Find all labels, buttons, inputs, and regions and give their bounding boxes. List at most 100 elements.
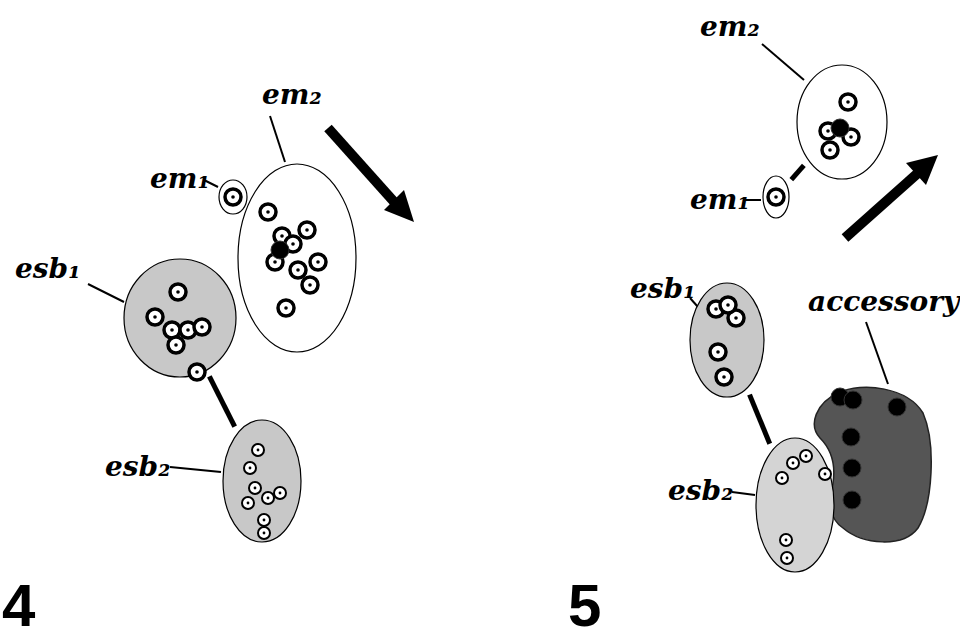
cell-center [254,487,257,490]
link-bar [209,376,234,426]
cell-center [792,462,795,465]
cluster-label: accessory [808,285,959,319]
cell-center [263,519,266,522]
cell-center [170,328,174,332]
em-cluster: em₂ [796,64,888,180]
leader-line [732,492,755,495]
cell-ring [819,468,831,480]
cell-ring [225,189,241,205]
cell-center [805,455,808,458]
cell-ring [194,319,210,335]
link-bar [791,165,804,179]
cell-center [186,328,190,332]
cluster-ellipse [689,282,765,398]
cell-ring [299,222,315,238]
cell-center [849,135,853,139]
cluster-label: em₂ [262,78,322,112]
cluster-label: esb₂ [668,474,733,508]
cell-dot [888,398,906,416]
esb-cluster: esb₂ [222,419,302,543]
cell-center [716,350,720,354]
cell-center [722,375,726,379]
cell-center [714,307,718,311]
cell-ring [840,94,856,110]
cluster-label: em₂ [700,10,760,44]
cell-ring [290,262,306,278]
cluster-outline [756,438,834,572]
cluster-ellipse [796,64,888,180]
cluster-label: em₁ [690,183,750,217]
cell-center [828,148,832,152]
cell-ring [147,309,163,325]
arrow-head [906,155,938,185]
cell-ring [189,364,205,380]
cluster-label: esb₂ [105,450,170,484]
cluster-ellipse [762,175,790,219]
cell-ring [262,492,274,504]
cell-ring [244,462,256,474]
cell-center [176,290,180,294]
cluster-label: esb₁ [15,252,80,286]
cell-center [826,129,830,133]
cell-ring [781,552,793,564]
cell-center [774,195,778,199]
cell-ring [776,472,788,484]
cell-ring [710,344,726,360]
cell-center [195,370,199,374]
cell-center [316,260,320,264]
cell-ring [800,450,812,462]
leader-line [270,116,285,162]
cell-ring [310,254,326,270]
cell-center [200,325,204,329]
cell-ring [252,444,264,456]
cell-center [266,210,270,214]
arrow-shaft [845,173,918,238]
arrow-head [384,190,414,222]
cluster-outline [690,283,764,397]
leader-line [762,44,804,80]
cell-center [308,283,312,287]
cell-ring [780,534,792,546]
cell-ring [302,277,318,293]
cell-dot [844,391,862,409]
cell-ring [716,369,732,385]
cell-center [247,502,250,505]
cell-center [846,100,850,104]
cluster-outline [124,259,236,377]
cell-ring [258,514,270,526]
cell-ring [768,189,784,205]
cell-center [174,343,178,347]
cluster-outline [223,420,301,542]
cell-center [726,303,730,307]
cell-ring [168,337,184,353]
cell-dot [843,491,861,509]
em-cluster: em₂ [237,163,357,353]
cluster-label: esb₁ [630,272,695,306]
cell-center [263,532,266,535]
leader-line [88,284,124,302]
cell-center [291,242,295,246]
cell-ring [787,457,799,469]
cell-ring [720,297,736,313]
cell-dot [271,241,289,259]
cell-center [153,315,157,319]
cell-center [273,260,277,264]
cluster-ellipse [123,258,237,378]
cell-ring [170,284,186,300]
em-cluster: em₁ [762,175,790,219]
cluster-outline [238,164,356,352]
esb-cluster: esb₁ [689,282,765,398]
cell-center [267,497,270,500]
esb-cluster: esb₁ [123,258,237,378]
cell-center [284,306,288,310]
cluster-label: em₁ [150,162,210,196]
cell-center [824,473,827,476]
cell-center [305,228,309,232]
leader-line [170,467,221,472]
cell-center [781,477,784,480]
cell-dot [843,459,861,477]
leader-lines [88,44,888,495]
cell-center [279,492,282,495]
cell-center [786,557,789,560]
